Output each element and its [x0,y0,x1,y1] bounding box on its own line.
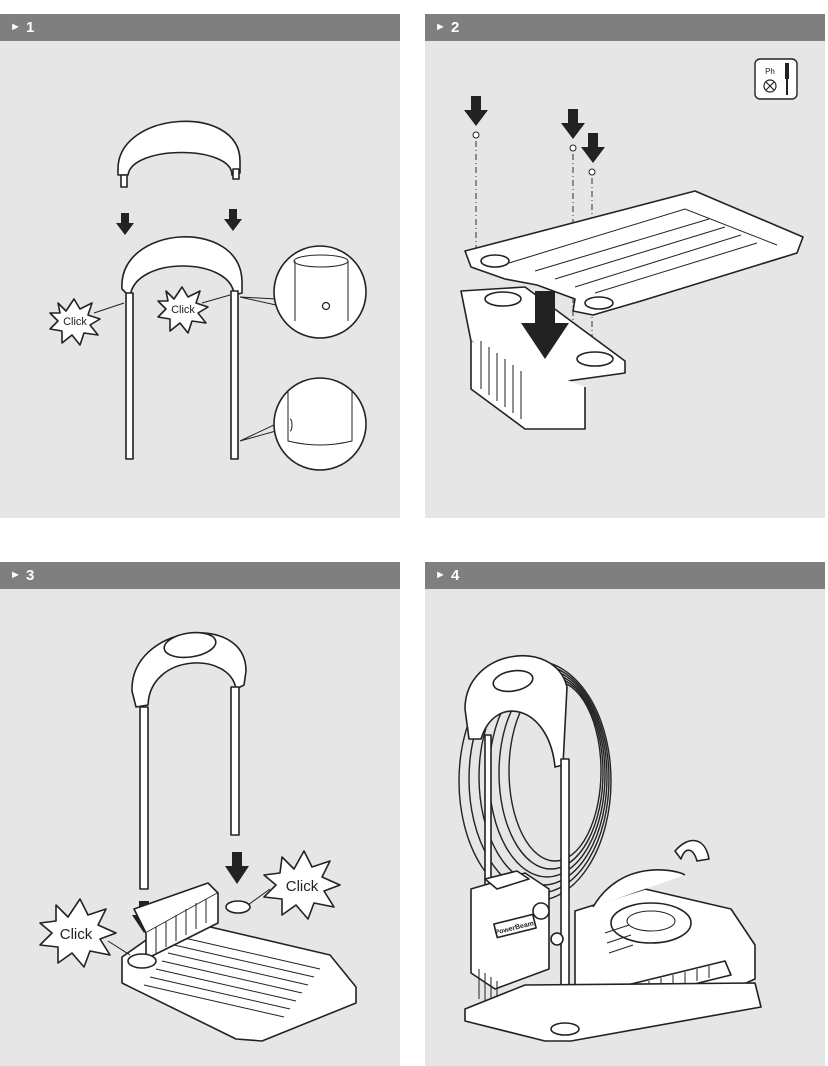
step-2-panel: ► 2 Ph [425,14,825,518]
step-4-illustration: PowerBeam [458,655,762,1042]
svg-text:Click: Click [63,316,87,328]
step-2-illustration: Ph [460,58,804,430]
base-tray-illustration [121,882,357,1042]
down-arrow-icon [225,852,249,884]
down-arrow-icon [116,213,134,235]
phillips-screwdriver-icon: Ph [754,58,798,100]
step-number: 4 [451,567,460,584]
step-4-header: ► 4 [425,562,825,589]
handle-frame-illustration [131,631,247,890]
click-callout-right: Click [157,286,231,334]
step-marker-icon: ► [10,569,21,581]
svg-text:Ph: Ph [765,67,775,76]
handle-frame-illustration [121,236,243,460]
step-2-header: ► 2 [425,14,825,41]
step-number: 1 [26,19,35,36]
step-1-panel: ► 1 Click [0,14,400,518]
step-marker-icon: ► [435,21,446,33]
svg-text:Click: Click [286,878,319,895]
step-marker-icon: ► [435,569,446,581]
svg-text:Click: Click [171,304,195,316]
step-number: 3 [26,567,35,584]
down-arrow-icon [561,109,585,139]
down-arrow-icon [224,209,242,231]
down-arrow-icon [581,133,605,163]
step-number: 2 [451,19,460,36]
handle-cap-illustration [117,120,241,188]
base-tray-illustration [464,982,762,1042]
step-4-panel: ► 4 PowerBeam [425,562,825,1066]
down-arrow-icon [464,96,488,126]
step-3-header: ► 3 [0,562,400,589]
zoom-detail-bottom [273,377,367,471]
click-callout-right: Click [247,850,341,920]
step-1-illustration: Click Click [49,120,367,471]
large-down-arrow-icon [521,291,569,359]
step-3-illustration: Click Click [39,631,357,1042]
click-callout-left: Click [49,298,125,346]
svg-text:Click: Click [60,926,93,943]
power-supply-illustration: PowerBeam [470,870,564,1009]
handle-frame-illustration [464,655,570,1030]
zoom-detail-top [273,245,367,339]
base-tray-illustration [464,190,804,316]
step-3-panel: ► 3 Click Click [0,562,400,1066]
step-1-header: ► 1 [0,14,400,41]
step-marker-icon: ► [10,21,21,33]
click-callout-left: Click [39,898,131,968]
